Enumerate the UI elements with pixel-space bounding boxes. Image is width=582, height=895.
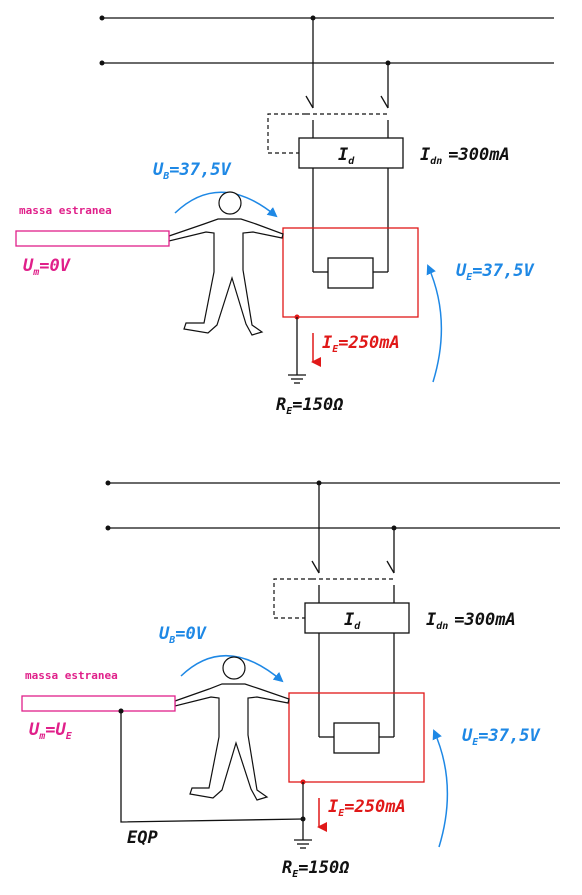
bottom-ue-arrow <box>432 729 449 848</box>
bottom-re-label: RE=150Ω <box>282 858 349 880</box>
top-ub-label: UB=37,5V <box>153 160 231 182</box>
bottom-diagram: Id Idn=300mA EQP IE=250mA RE=150Ω UE=37,… <box>21 480 560 880</box>
top-idn-label: Idn=300mA <box>420 145 510 167</box>
top-ue-label: UE=37,5V <box>456 261 534 283</box>
bottom-rcd-label: Id <box>344 610 361 632</box>
bottom-switch-contact <box>386 560 395 574</box>
bottom-ub-label: UB=0V <box>159 624 207 646</box>
bottom-idn-label: Idn=300mA <box>426 610 516 632</box>
top-massa-label: massa estranea <box>19 204 112 217</box>
bottom-switch-contact <box>311 560 320 574</box>
top-rcd-box <box>298 137 404 169</box>
bottom-extraneous-part <box>21 695 176 712</box>
bottom-rcd-box <box>304 602 410 634</box>
bottom-ub-arrow <box>180 655 284 683</box>
top-bus-dot <box>99 15 105 21</box>
bottom-person-figure <box>174 656 290 801</box>
top-ue-arrow <box>426 264 443 383</box>
bottom-bus-dot <box>105 480 111 486</box>
bottom-eqp-node <box>118 708 124 714</box>
top-ie-label: IE=250mA <box>322 333 400 355</box>
top-switch-contact <box>305 95 314 109</box>
top-rcd-label: Id <box>338 145 355 167</box>
bottom-massa-label: massa estranea <box>25 669 118 682</box>
top-extraneous-part <box>15 230 170 247</box>
top-ub-arrow <box>174 191 278 218</box>
bottom-bus-dot <box>105 525 111 531</box>
bottom-ue-label: UE=37,5V <box>462 726 540 748</box>
top-um-label: Um=0V <box>23 256 71 278</box>
bottom-um-label: Um=UE <box>29 720 73 742</box>
top-diagram: Id Idn=300mA IE=250mA RE=150Ω UE=37,5V U… <box>15 15 554 417</box>
top-person-figure <box>168 191 284 336</box>
bottom-exposed-part <box>288 692 425 783</box>
bottom-eqp-node <box>300 816 306 822</box>
bottom-trip-link-dashed <box>273 578 312 619</box>
bottom-load-box <box>333 722 380 754</box>
top-bus-dot <box>99 60 105 66</box>
top-trip-link-dashed <box>267 113 306 154</box>
bottom-ie-label: IE=250mA <box>328 797 406 819</box>
top-exposed-part <box>282 227 419 318</box>
bottom-eqp-conductor <box>120 711 304 823</box>
top-load-box <box>327 257 374 289</box>
top-switch-contact <box>380 95 389 109</box>
top-re-label: RE=150Ω <box>276 395 343 417</box>
bottom-eqp-label: EQP <box>127 828 158 848</box>
